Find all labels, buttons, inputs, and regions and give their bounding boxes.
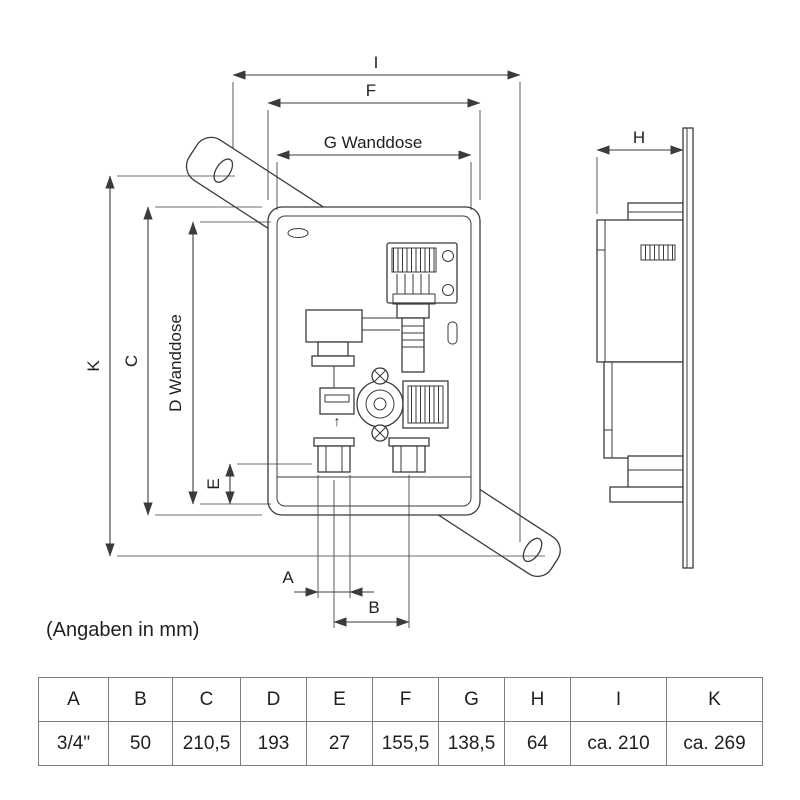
terminal-block <box>386 242 458 373</box>
table-value-a: 3/4" <box>38 721 109 766</box>
mounting-slot <box>447 321 458 345</box>
table-header-i: I <box>570 677 667 722</box>
dim-label-f: F <box>366 81 376 100</box>
dimension-B: B <box>333 475 410 628</box>
units-note: (Angaben in mm) <box>46 619 199 641</box>
table-value-h: 64 <box>504 721 571 766</box>
table-value-k: ca. 269 <box>666 721 763 766</box>
mounting-slot <box>287 228 309 238</box>
front-view: ↑ <box>267 206 481 516</box>
table-value-d: 193 <box>240 721 307 766</box>
dim-label-k: K <box>84 360 103 372</box>
dimension-H: H <box>596 128 684 214</box>
table-header-h: H <box>504 677 571 722</box>
dimensions-table: A B C D E F G H I K 3/4" 50 210,5 193 27… <box>38 677 763 766</box>
dimension-F: F <box>267 81 481 200</box>
table-header-g: G <box>438 677 505 722</box>
table-value-f: 155,5 <box>372 721 439 766</box>
dimension-D: D Wanddose <box>166 221 271 505</box>
dim-label-c: C <box>122 355 141 367</box>
dimension-C: C <box>122 206 262 516</box>
table-header-c: C <box>172 677 241 722</box>
dim-label-a: A <box>282 568 294 587</box>
union-nut <box>402 380 449 429</box>
dimension-I: I <box>232 53 521 542</box>
table-header-d: D <box>240 677 307 722</box>
central-valve <box>356 367 404 442</box>
table-value-i: ca. 210 <box>570 721 667 766</box>
dimension-G: G Wanddose <box>276 133 472 210</box>
dimension-K: K <box>84 175 545 557</box>
side-view <box>596 127 694 569</box>
dim-label-b: B <box>368 598 379 617</box>
dim-label-h: H <box>633 128 645 147</box>
table-header-row: A B C D E F G H I K <box>38 677 763 722</box>
dim-label-e: E <box>204 478 223 489</box>
pipe-connections <box>313 437 430 473</box>
table-header-k: K <box>666 677 763 722</box>
table-value-e: 27 <box>306 721 373 766</box>
table-header-a: A <box>38 677 109 722</box>
wall-box-inner-outline <box>276 215 472 507</box>
dim-label-i: I <box>374 53 379 72</box>
table-header-f: F <box>372 677 439 722</box>
dim-label-g-wanddose: G Wanddose <box>324 133 423 152</box>
table-value-g: 138,5 <box>438 721 505 766</box>
dim-label-d-wanddose: D Wanddose <box>166 314 185 412</box>
flow-arrow-icon: ↑ <box>334 413 341 429</box>
left-valve-assembly: ↑ <box>305 309 400 429</box>
flange-plate <box>682 127 694 569</box>
drawing-canvas: ↑ <box>46 53 694 641</box>
table-value-c: 210,5 <box>172 721 241 766</box>
dimension-E: E <box>204 463 312 505</box>
table-header-b: B <box>108 677 173 722</box>
table-value-row: 3/4" 50 210,5 193 27 155,5 138,5 64 ca. … <box>38 721 763 766</box>
table-value-b: 50 <box>108 721 173 766</box>
table-header-e: E <box>306 677 373 722</box>
